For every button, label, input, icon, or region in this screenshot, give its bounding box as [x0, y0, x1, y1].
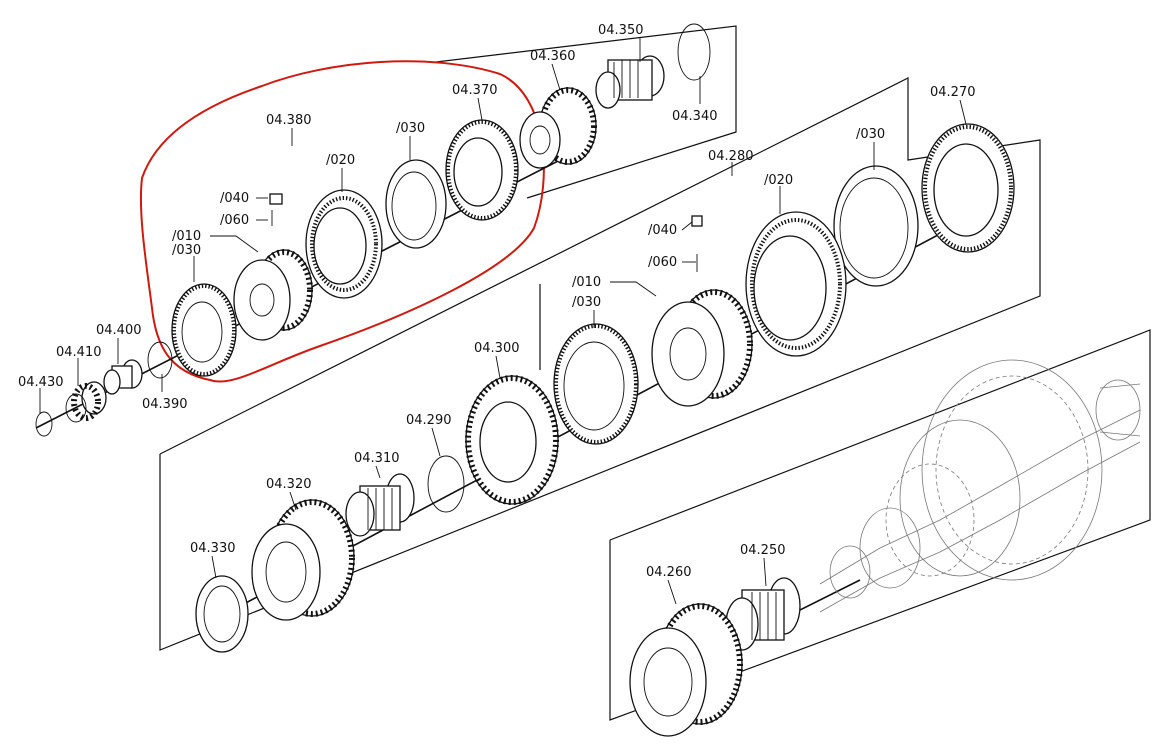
part-04-380-040-block: [269, 193, 283, 205]
frame-lower: [609, 329, 1151, 721]
label-04-330: 04.330: [190, 541, 236, 556]
label-04-280-030-top: /030: [856, 127, 885, 142]
label-04-280-040: /040: [648, 223, 677, 238]
label-04-310: 04.310: [354, 451, 400, 466]
part-04-390-circlip: [147, 341, 173, 379]
label-04-380-030-bottom: /030: [172, 243, 201, 258]
part-04-260-gear: [629, 603, 743, 737]
label-04-350: 04.350: [598, 23, 644, 38]
part-04-280-030-ring: [833, 165, 919, 287]
leader-lines: [39, 38, 967, 605]
part-04-380-030-ring: [385, 159, 447, 249]
part-04-340-circlip: [677, 23, 711, 81]
label-04-280-060: /060: [648, 255, 677, 270]
label-04-370: 04.370: [452, 83, 498, 98]
label-04-380-040: /040: [220, 191, 249, 206]
label-04-270: 04.270: [930, 85, 976, 100]
part-labels: 04.350 04.340 04.360 04.370 04.380 /030 …: [18, 23, 976, 580]
label-04-250: 04.250: [740, 543, 786, 558]
part-04-430-circlip: [35, 411, 53, 437]
label-04-380-010: /010: [172, 229, 201, 244]
part-04-380-010-hub: [233, 249, 313, 341]
part-04-310-needle-bearing: [345, 473, 415, 537]
part-04-300-gear-ring: [465, 375, 559, 505]
part-04-280-040-block: [691, 215, 703, 227]
label-04-400: 04.400: [96, 323, 142, 338]
label-04-300: 04.300: [474, 341, 520, 356]
label-04-280-010: /010: [572, 275, 601, 290]
red-highlight-outline: [139, 60, 545, 383]
label-04-280: 04.280: [708, 149, 754, 164]
frame-upper: [435, 25, 737, 199]
part-04-330-washer: [195, 575, 249, 653]
frame-middle: [159, 77, 1041, 651]
part-04-350-needle-bearing: [595, 55, 665, 109]
part-04-380-020-sleeve: [305, 189, 383, 299]
label-04-380-030-top: /030: [396, 121, 425, 136]
part-04-380-030-sync-ring-b: [171, 283, 237, 377]
label-04-390: 04.390: [142, 397, 188, 412]
part-04-280-010-hub: [651, 289, 753, 407]
label-04-380: 04.380: [266, 113, 312, 128]
label-04-290: 04.290: [406, 413, 452, 428]
label-04-430: 04.430: [18, 375, 64, 390]
label-04-410: 04.410: [56, 345, 102, 360]
part-04-360-gear: [519, 87, 597, 169]
label-04-380-060: /060: [220, 213, 249, 228]
part-04-400-spacer: [103, 359, 143, 395]
part-04-320-gear: [251, 499, 355, 621]
part-04-410-bearing: [65, 381, 107, 423]
part-04-290-circlip: [427, 455, 465, 513]
label-04-340: 04.340: [672, 109, 718, 124]
part-04-280-020-sleeve: [745, 211, 847, 357]
label-04-360: 04.360: [530, 49, 576, 64]
label-04-280-030-bottom: /030: [572, 295, 601, 310]
part-04-270-sync-ring: [921, 123, 1015, 253]
label-04-320: 04.320: [266, 477, 312, 492]
label-04-380-020: /020: [326, 153, 355, 168]
part-04-370-sync-ring: [445, 119, 519, 221]
label-04-280-020: /020: [764, 173, 793, 188]
assembled-shaft-ghost: [819, 359, 1141, 613]
part-04-280-030-sync-ring-b: [553, 323, 639, 445]
label-04-260: 04.260: [646, 565, 692, 580]
